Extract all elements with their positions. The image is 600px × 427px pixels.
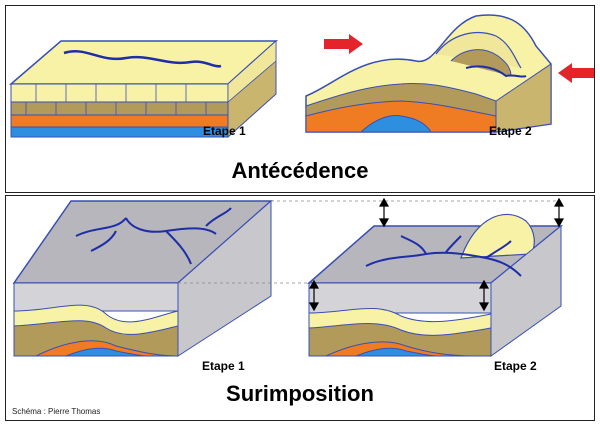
antecedence-stage1-label: Etape 1: [203, 124, 246, 138]
antecedence-panel: Etape 1 Etape 2 Antécédence: [5, 5, 595, 193]
antecedence-title: Antécédence: [231, 158, 369, 183]
antecedence-diagram: [8, 14, 594, 139]
surimposition-stage2-block: [307, 213, 564, 357]
river-network-stage2: [365, 235, 522, 277]
antecedence-stage1-block: [8, 39, 278, 139]
river-stage2: [465, 65, 527, 78]
surimposition-stage1-block: [12, 199, 273, 357]
river-stage1: [63, 50, 222, 68]
surimposition-title: Surimposition: [226, 381, 374, 406]
antecedence-stage2-label: Etape 2: [489, 124, 532, 138]
compression-arrow-right: [558, 63, 594, 83]
surimposition-diagram: [12, 197, 565, 357]
erosion-guides: [178, 200, 561, 284]
erosion-height-arrows: [308, 197, 565, 312]
river-network-stage1: [75, 207, 232, 265]
author-credit: Schéma : Pierre Thomas: [12, 407, 101, 416]
surimposition-stage1-label: Etape 1: [202, 359, 245, 373]
surimposition-stage2-label: Etape 2: [494, 359, 537, 373]
antecedence-stage2-block: [305, 14, 552, 133]
compression-arrow-left: [324, 34, 363, 54]
surimposition-panel: Etape 1 Etape 2 Surimposition Schéma : P…: [5, 195, 595, 421]
